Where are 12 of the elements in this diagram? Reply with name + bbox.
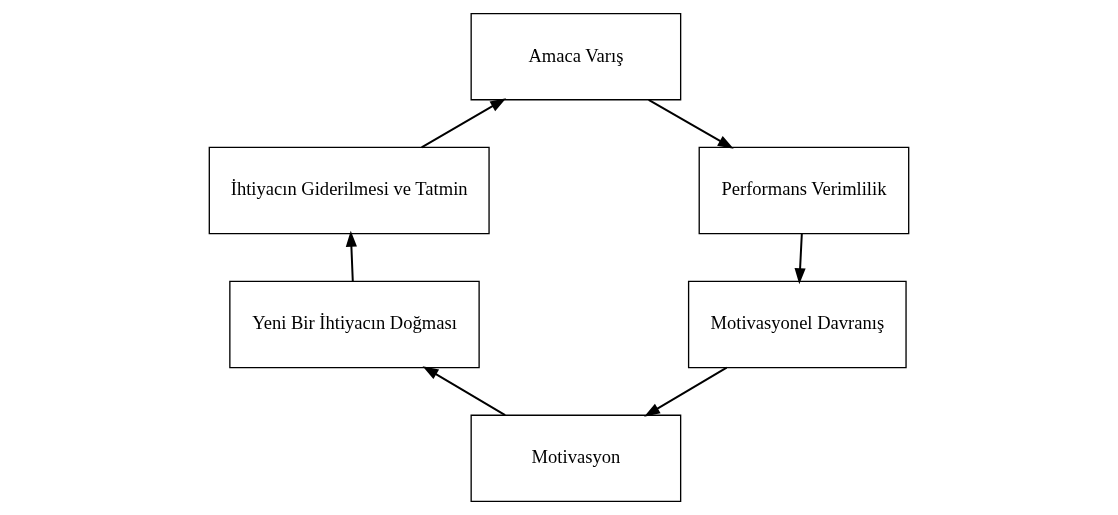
node-box: İhtiyacın Giderilmesi ve Tatmin xyxy=(208,146,490,235)
node-box: Motivasyon xyxy=(470,414,682,503)
arrow xyxy=(345,230,357,283)
node-box: Yeni Bir İhtiyacın Doğması xyxy=(229,280,480,369)
arrow xyxy=(420,98,507,149)
arrow xyxy=(794,232,806,285)
arrow xyxy=(647,98,734,149)
node-box: Performans Verimlilik xyxy=(698,146,910,235)
node-box: Amaca Varış xyxy=(470,12,682,101)
arrow xyxy=(644,366,728,417)
arrow xyxy=(422,366,507,417)
node-box: Motivasyonel Davranış xyxy=(687,280,907,369)
